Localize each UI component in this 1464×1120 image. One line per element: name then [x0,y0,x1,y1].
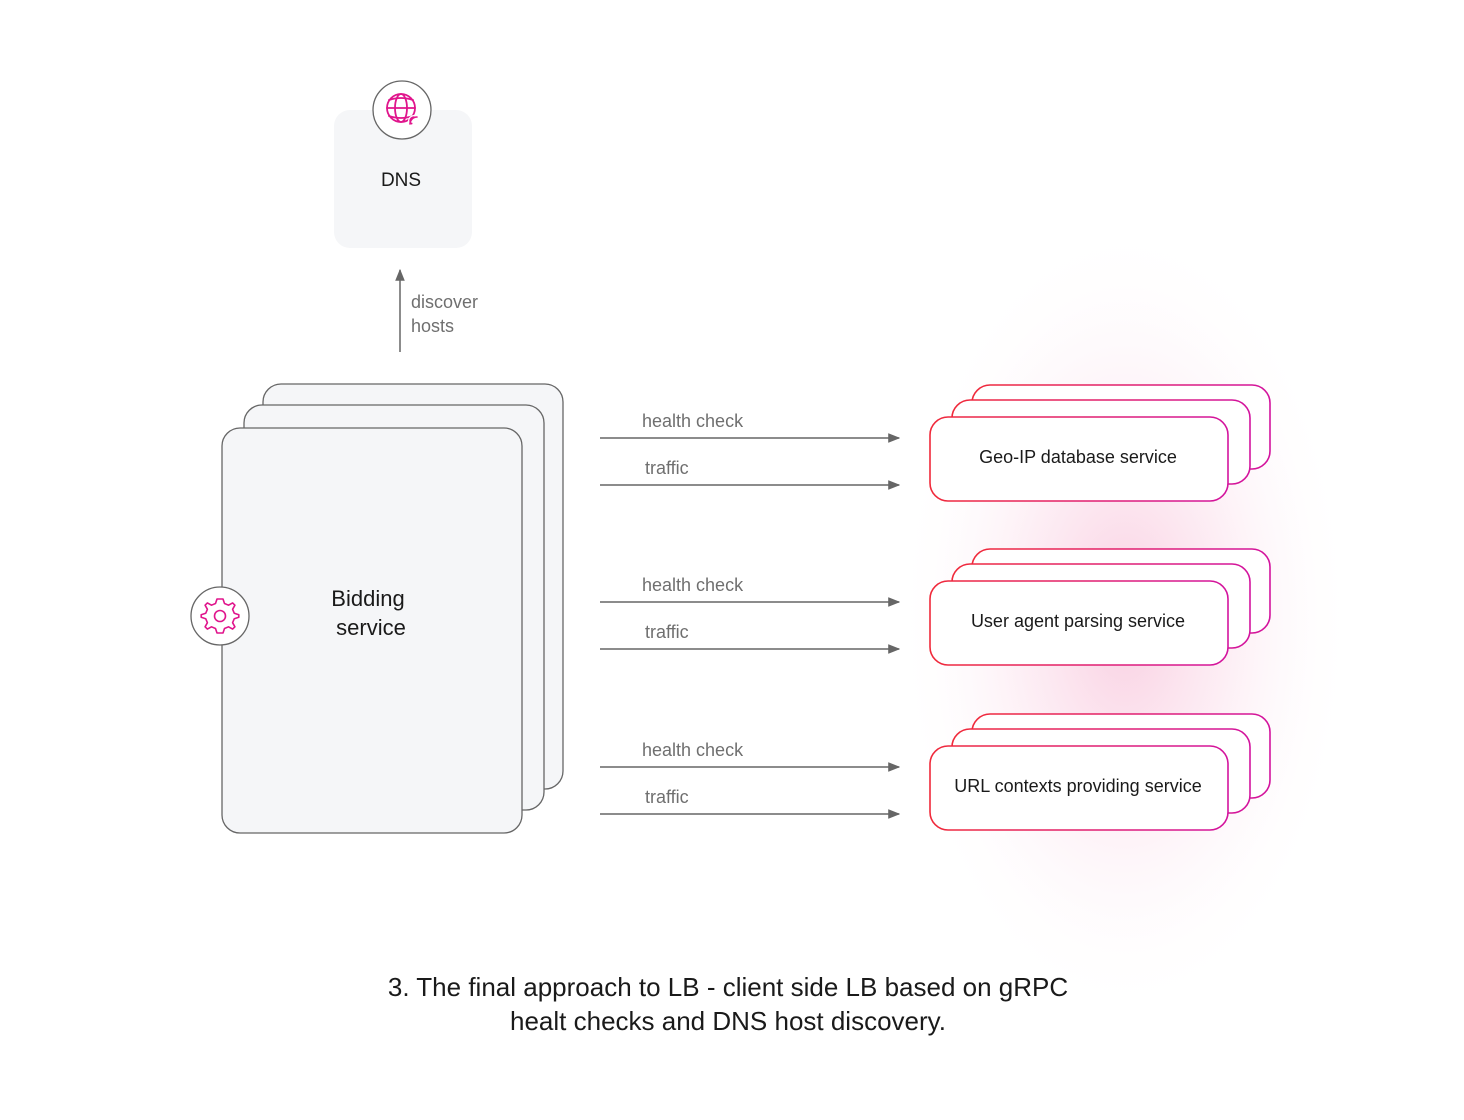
traffic-label: traffic [645,622,689,642]
service-label: User agent parsing service [971,611,1185,631]
discover-label-line2: hosts [411,316,454,336]
caption-line1: 3. The final approach to LB - client sid… [387,972,1069,1002]
traffic-label: traffic [645,458,689,478]
service-label: URL contexts providing service [954,776,1201,796]
discover-hosts-arrow: discover hosts [395,268,478,352]
bidding-service-stack: Bidding service [190,383,564,834]
service-card [929,745,1229,831]
service-card [929,580,1229,666]
connection-row: health check traffic URL contexts providin… [600,713,1271,831]
service-card [929,416,1229,502]
connections: health check traffic Geo-IP database servi… [600,384,1271,831]
dns-node: DNS [334,80,472,248]
gear-icon [190,586,250,646]
globe-network-icon [372,80,432,140]
caption-line2: healt checks and DNS host discovery. [510,1006,946,1036]
service-label: Geo-IP database service [979,447,1177,467]
connection-row: health check traffic Geo-IP database servi… [600,384,1271,502]
dns-label: DNS [381,170,421,191]
discover-label-line1: discover [411,292,478,312]
health-check-label: health check [642,411,744,431]
service-stack: URL contexts providing service [929,713,1271,831]
figure-caption: 3. The final approach to LB - client sid… [0,970,1456,1038]
connection-row: health check traffic User agent parsing se… [600,548,1271,666]
bidding-label-line2: service [336,615,406,640]
health-check-label: health check [642,740,744,760]
traffic-label: traffic [645,787,689,807]
health-check-label: health check [642,575,744,595]
service-stack: Geo-IP database service [929,384,1271,502]
bidding-label-line1: Bidding [331,586,404,611]
service-stack: User agent parsing service [929,548,1271,666]
